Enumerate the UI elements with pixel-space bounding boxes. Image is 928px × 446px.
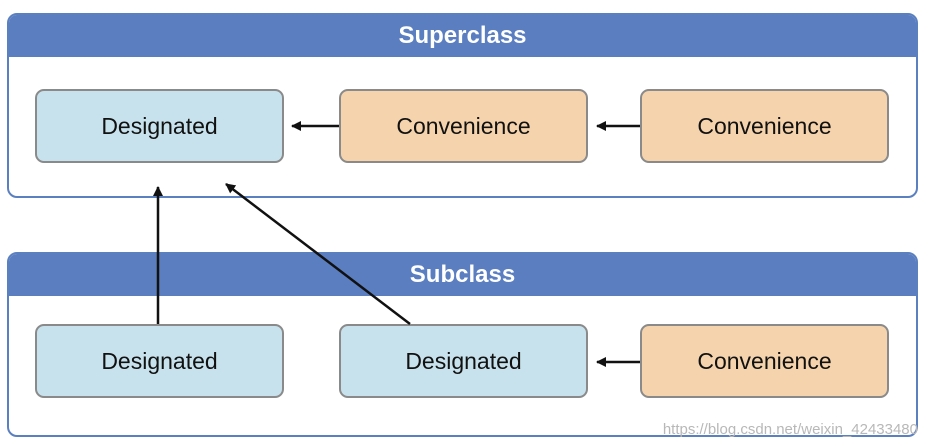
subclass-convenience-node: Convenience xyxy=(640,324,889,398)
subclass-designated-node-2: Designated xyxy=(339,324,588,398)
watermark-url: https://blog.csdn.net/weixin_42433480 xyxy=(662,421,918,438)
superclass-designated-node: Designated xyxy=(35,89,284,163)
subclass-title: Subclass xyxy=(9,254,916,296)
superclass-convenience-node-1: Convenience xyxy=(339,89,588,163)
superclass-title: Superclass xyxy=(9,15,916,57)
subclass-designated-node-1: Designated xyxy=(35,324,284,398)
superclass-convenience-node-2: Convenience xyxy=(640,89,889,163)
